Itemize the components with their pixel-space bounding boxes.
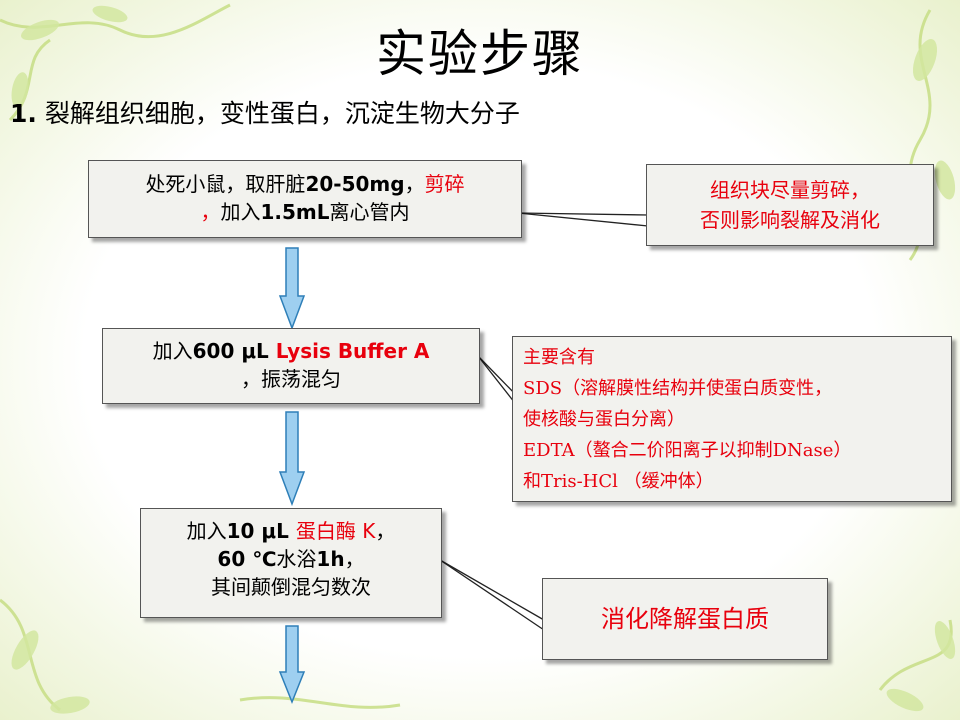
- note-box-3: 消化降解蛋白质: [542, 578, 828, 660]
- step-emphasis: Lysis Buffer A: [275, 339, 430, 363]
- step-emphasis: 蛋白酶 K: [295, 519, 376, 543]
- step-text: 离心管内: [329, 200, 410, 224]
- note-3-line-1: 消化降解蛋白质: [601, 605, 769, 633]
- note-1-line-1: 组织块尽量剪碎，: [710, 178, 870, 202]
- step-2-line-2: ，振荡混匀: [241, 367, 341, 391]
- step-quantity: 1.5mL: [260, 200, 330, 224]
- step-text: ，: [375, 519, 396, 543]
- note-2-line-3: 使核酸与蛋白分离）: [523, 409, 685, 430]
- step-emphasis: ，: [200, 200, 221, 224]
- note-1-line-2: 否则影响裂解及消化: [700, 208, 880, 232]
- step-emphasis: 剪碎: [424, 172, 465, 196]
- note-2-line-5: 和Tris-HCl （缓冲体）: [523, 471, 714, 492]
- step-3-line-2: 60 ℃水浴1h，: [141, 545, 441, 573]
- step-2-line-1: 加入600 μL Lysis Buffer A: [103, 337, 479, 365]
- step-box-1: 处死小鼠，取肝脏20-50mg，剪碎 ，加入1.5mL离心管内: [88, 160, 522, 238]
- section-number: 1.: [10, 99, 37, 128]
- section-heading-text: 裂解组织细胞，变性蛋白，沉淀生物大分子: [36, 99, 520, 128]
- step-text: 加入: [220, 200, 261, 224]
- step-text: ，: [344, 547, 365, 571]
- step-text: ，: [404, 172, 425, 196]
- step-text: 处死小鼠，取肝脏: [145, 172, 306, 196]
- note-2-line-4: EDTA（螯合二价阳离子以抑制DNase）: [523, 440, 852, 461]
- note-box-1: 组织块尽量剪碎， 否则影响裂解及消化: [646, 164, 934, 246]
- section-heading: 1. 裂解组织细胞，变性蛋白，沉淀生物大分子: [10, 94, 520, 130]
- step-quantity: 1h: [316, 547, 345, 571]
- note-2-line-1: 主要含有: [523, 347, 595, 368]
- slide-title: 实验步骤: [376, 25, 584, 83]
- step-1-line-2: ，加入1.5mL离心管内: [89, 198, 521, 226]
- step-text: 加入: [152, 339, 193, 363]
- step-quantity: 600 μL: [192, 339, 276, 363]
- step-box-3: 加入10 μL 蛋白酶 K， 60 ℃水浴1h， 其间颠倒混匀数次: [140, 508, 442, 618]
- step-text: 水浴: [276, 547, 317, 571]
- step-3-line-3: 其间颠倒混匀数次: [211, 575, 371, 599]
- step-quantity: 10 μL: [226, 519, 296, 543]
- step-3-line-1: 加入10 μL 蛋白酶 K，: [141, 517, 441, 545]
- step-text: 加入: [186, 519, 227, 543]
- step-quantity: 20-50mg: [305, 172, 405, 196]
- step-box-2: 加入600 μL Lysis Buffer A ，振荡混匀: [102, 328, 480, 404]
- note-box-2: 主要含有 SDS（溶解膜性结构并使蛋白质变性， 使核酸与蛋白分离） EDTA（螯…: [512, 336, 952, 502]
- step-1-line-1: 处死小鼠，取肝脏20-50mg，剪碎: [89, 170, 521, 198]
- note-2-line-2: SDS（溶解膜性结构并使蛋白质变性，: [523, 378, 833, 399]
- step-quantity: 60 ℃: [217, 547, 277, 571]
